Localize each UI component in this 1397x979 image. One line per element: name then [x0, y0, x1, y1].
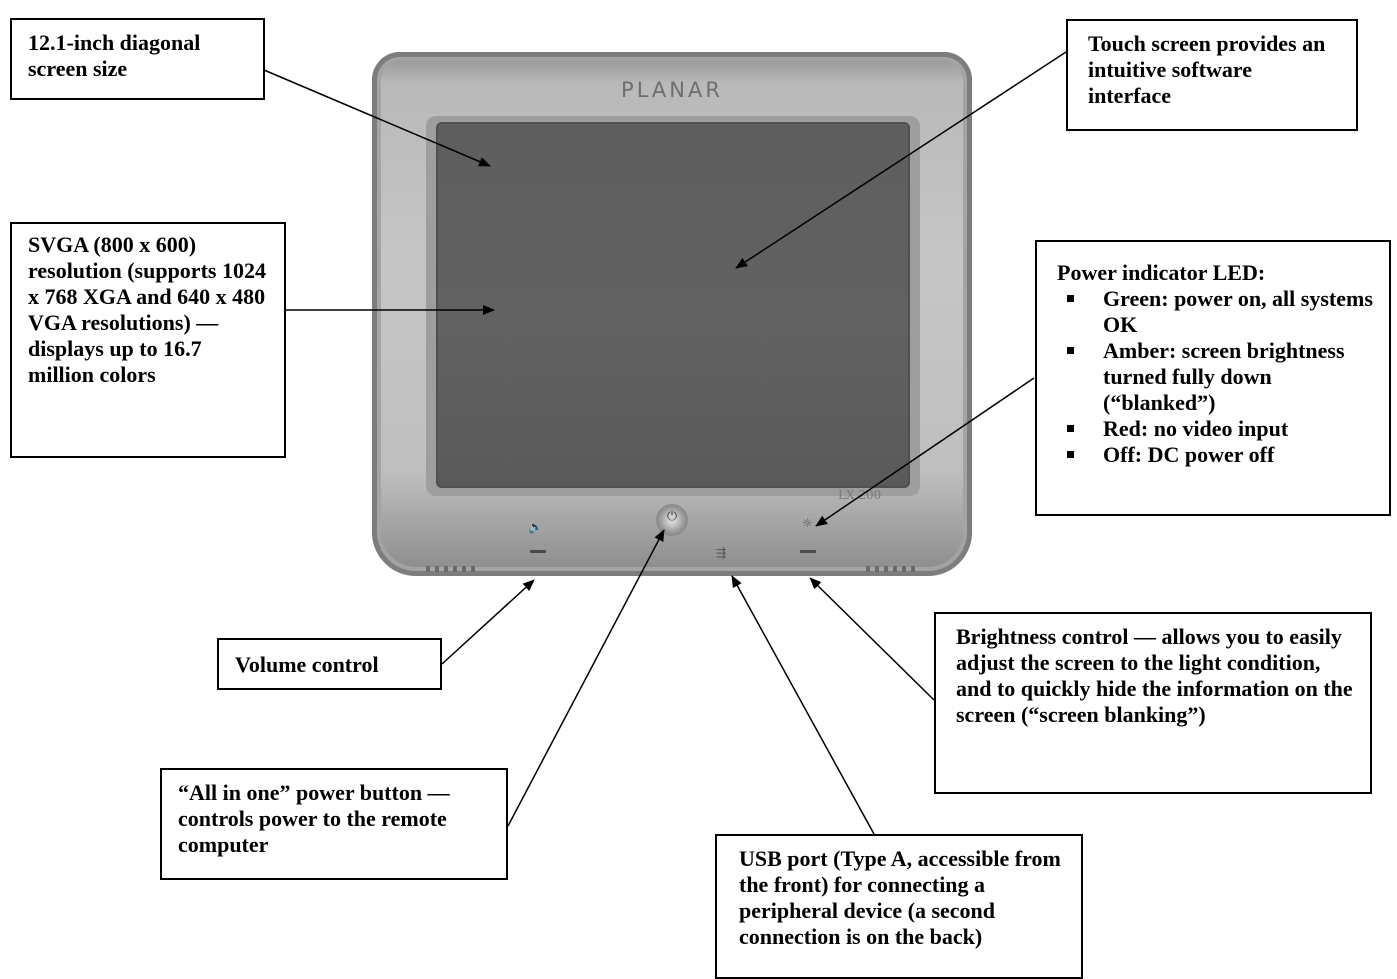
volume-slot: [530, 550, 546, 553]
callout-volume-text: Volume control: [235, 652, 379, 677]
power-led-item: Green: power on, all systems OK: [1067, 286, 1377, 338]
callout-touch-screen-text: Touch screen provides an intuitive softw…: [1088, 31, 1326, 108]
volume-icon: 🔈: [528, 520, 543, 534]
touch-screen: [436, 122, 910, 488]
callout-power-led: Power indicator LED: Green: power on, al…: [1035, 240, 1391, 516]
callout-screen-size: 12.1-inch diagonal screen size: [10, 18, 265, 100]
callout-resolution: SVGA (800 x 600) resolution (supports 10…: [10, 222, 286, 458]
brightness-slot: [800, 550, 816, 553]
callout-resolution-text: SVGA (800 x 600) resolution (supports 10…: [28, 232, 266, 387]
left-vent: [426, 566, 478, 572]
callout-volume: Volume control: [217, 638, 442, 690]
callout-usb: USB port (Type A, accessible from the fr…: [715, 834, 1083, 979]
arrow-power-led: [815, 377, 1035, 527]
callout-touch-screen: Touch screen provides an intuitive softw…: [1066, 19, 1358, 131]
power-led-item: Red: no video input: [1067, 416, 1377, 442]
arrow-screen-size: [263, 69, 491, 167]
arrow-brightness: [809, 577, 935, 701]
callout-screen-size-text: 12.1-inch diagonal screen size: [28, 30, 201, 81]
usb-icon: ⇶: [716, 546, 727, 560]
callout-usb-text: USB port (Type A, accessible from the fr…: [739, 846, 1061, 949]
arrow-power-button: [507, 529, 665, 827]
callout-power-button-text: “All in one” power button — controls pow…: [178, 780, 450, 857]
power-icon: ⏻: [666, 509, 678, 524]
callout-power-button: “All in one” power button — controls pow…: [160, 768, 508, 880]
power-led-title: Power indicator LED:: [1057, 260, 1266, 285]
power-led-item: Amber: screen brightness turned fully do…: [1067, 338, 1377, 416]
monitor: PLANAR LX 200 🔈 ⏻ ⇶ ☼: [372, 52, 972, 576]
brand-logo: PLANAR: [621, 78, 723, 102]
model-label: LX 200: [838, 488, 882, 502]
brightness-icon: ☼: [802, 516, 813, 530]
power-led-item: Off: DC power off: [1067, 442, 1377, 468]
right-vent: [866, 566, 918, 572]
callout-brightness-text: Brightness control — allows you to easil…: [956, 624, 1353, 727]
arrow-usb: [731, 575, 875, 835]
arrow-volume: [441, 579, 535, 665]
callout-brightness: Brightness control — allows you to easil…: [934, 612, 1372, 794]
power-led-list: Green: power on, all systems OK Amber: s…: [1057, 286, 1377, 468]
arrow-touch-screen: [735, 51, 1067, 269]
